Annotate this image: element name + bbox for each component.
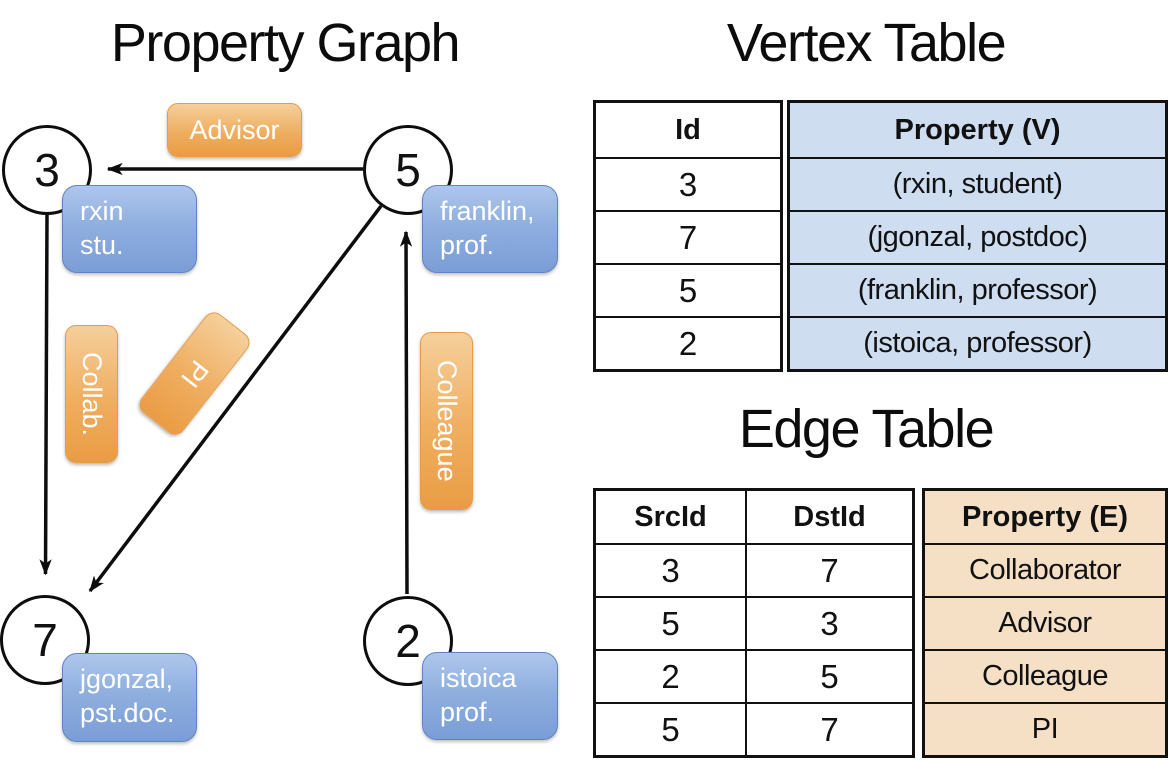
node-7-label: 7	[32, 614, 58, 666]
edge-5-to-7-pi	[88, 204, 383, 593]
edge-table-property-cell: Colleague	[925, 649, 1165, 702]
edge-table-property-cell: Collaborator	[925, 543, 1165, 596]
vertex-table-id-header: Id	[675, 113, 701, 146]
edge-table-dst-header: DstId	[745, 491, 912, 543]
edge-table-title: Edge Table	[738, 399, 995, 459]
vertex-pill-rxin-line2: stu.	[80, 230, 124, 260]
vertex-table-title: Vertex Table	[726, 13, 1007, 73]
vertex-table-id-column: Id 3 7 5 2	[593, 100, 783, 372]
node-2-label: 2	[395, 615, 421, 667]
node-3-label: 3	[34, 144, 60, 196]
vertex-pill-rxin: rxin stu.	[62, 185, 197, 273]
vertex-pill-franklin-line1: franklin,	[440, 196, 535, 226]
vertex-pill-jgonzal-line1: jgonzal,	[80, 664, 174, 694]
vertex-table-property-column: Property (V) (rxin, student) (jgonzal, p…	[787, 100, 1168, 372]
edge-pill-collab-label: Collab.	[77, 351, 107, 437]
vertex-table-property-header: Property (V)	[790, 103, 1165, 157]
vertex-pill-istoica: istoica prof.	[422, 652, 558, 740]
edge-pill-advisor: Advisor	[167, 103, 302, 157]
edge-3-to-7-collaborator	[39, 213, 52, 576]
edge-pill-colleague-label: Colleague	[432, 360, 462, 482]
vertex-pill-istoica-line1: istoica	[440, 663, 517, 693]
edge-pill-collab: Collab.	[65, 325, 118, 463]
edge-table-dst-cell: 3	[745, 596, 912, 649]
vertex-pill-jgonzal: jgonzal, pst.doc.	[62, 653, 197, 742]
edge-table-dst-cell: 5	[745, 649, 912, 702]
edge-2-to-5-colleague	[399, 230, 413, 595]
edge-table-src-cell: 5	[596, 596, 745, 649]
edge-table-property-cell: Advisor	[925, 596, 1165, 649]
node-5-label: 5	[395, 144, 421, 196]
edge-table-src-cell: 5	[596, 702, 745, 755]
graph-node-5: 5	[363, 125, 453, 215]
edge-table-property-cell: PI	[925, 702, 1165, 755]
vertex-pill-istoica-line2: prof.	[440, 697, 495, 727]
vertex-table-id-cell: 3	[596, 157, 780, 210]
vertex-pill-jgonzal-line2: pst.doc.	[80, 698, 175, 728]
vertex-pill-rxin-line1: rxin	[80, 196, 124, 226]
property-graph-title: Property Graph	[110, 13, 461, 73]
vertex-table-property-cell: (rxin, student)	[790, 157, 1165, 210]
edge-table-property-header: Property (E)	[925, 491, 1165, 543]
vertex-table-property-cell: (jgonzal, postdoc)	[790, 210, 1165, 263]
edge-table-dst-cell: 7	[745, 702, 912, 755]
edge-pill-colleague: Colleague	[420, 332, 473, 510]
edge-pill-pi-label: PI	[175, 354, 215, 394]
vertex-table-id-cell: 7	[596, 210, 780, 263]
vertex-pill-franklin: franklin, prof.	[422, 185, 558, 273]
edge-table-dst-cell: 7	[745, 543, 912, 596]
graph-node-2: 2	[363, 596, 453, 686]
edge-table-property-column: Property (E) Collaborator Advisor Collea…	[922, 488, 1168, 758]
edge-table-src-header: SrcId	[634, 500, 707, 533]
edge-table-src-dst-columns: SrcId DstId 3 7 5 3 2 5 5 7	[593, 488, 915, 758]
vertex-pill-franklin-line2: prof.	[440, 230, 495, 260]
edge-pill-advisor-label: Advisor	[189, 114, 280, 145]
vertex-table-property-cell: (franklin, professor)	[790, 263, 1165, 316]
vertex-table-id-cell: 5	[596, 263, 780, 316]
vertex-table-id-cell: 2	[596, 316, 780, 369]
vertex-table-property-cell: (istoica, professor)	[790, 316, 1165, 369]
edge-table-src-cell: 2	[596, 649, 745, 702]
edge-table-src-cell: 3	[596, 543, 745, 596]
